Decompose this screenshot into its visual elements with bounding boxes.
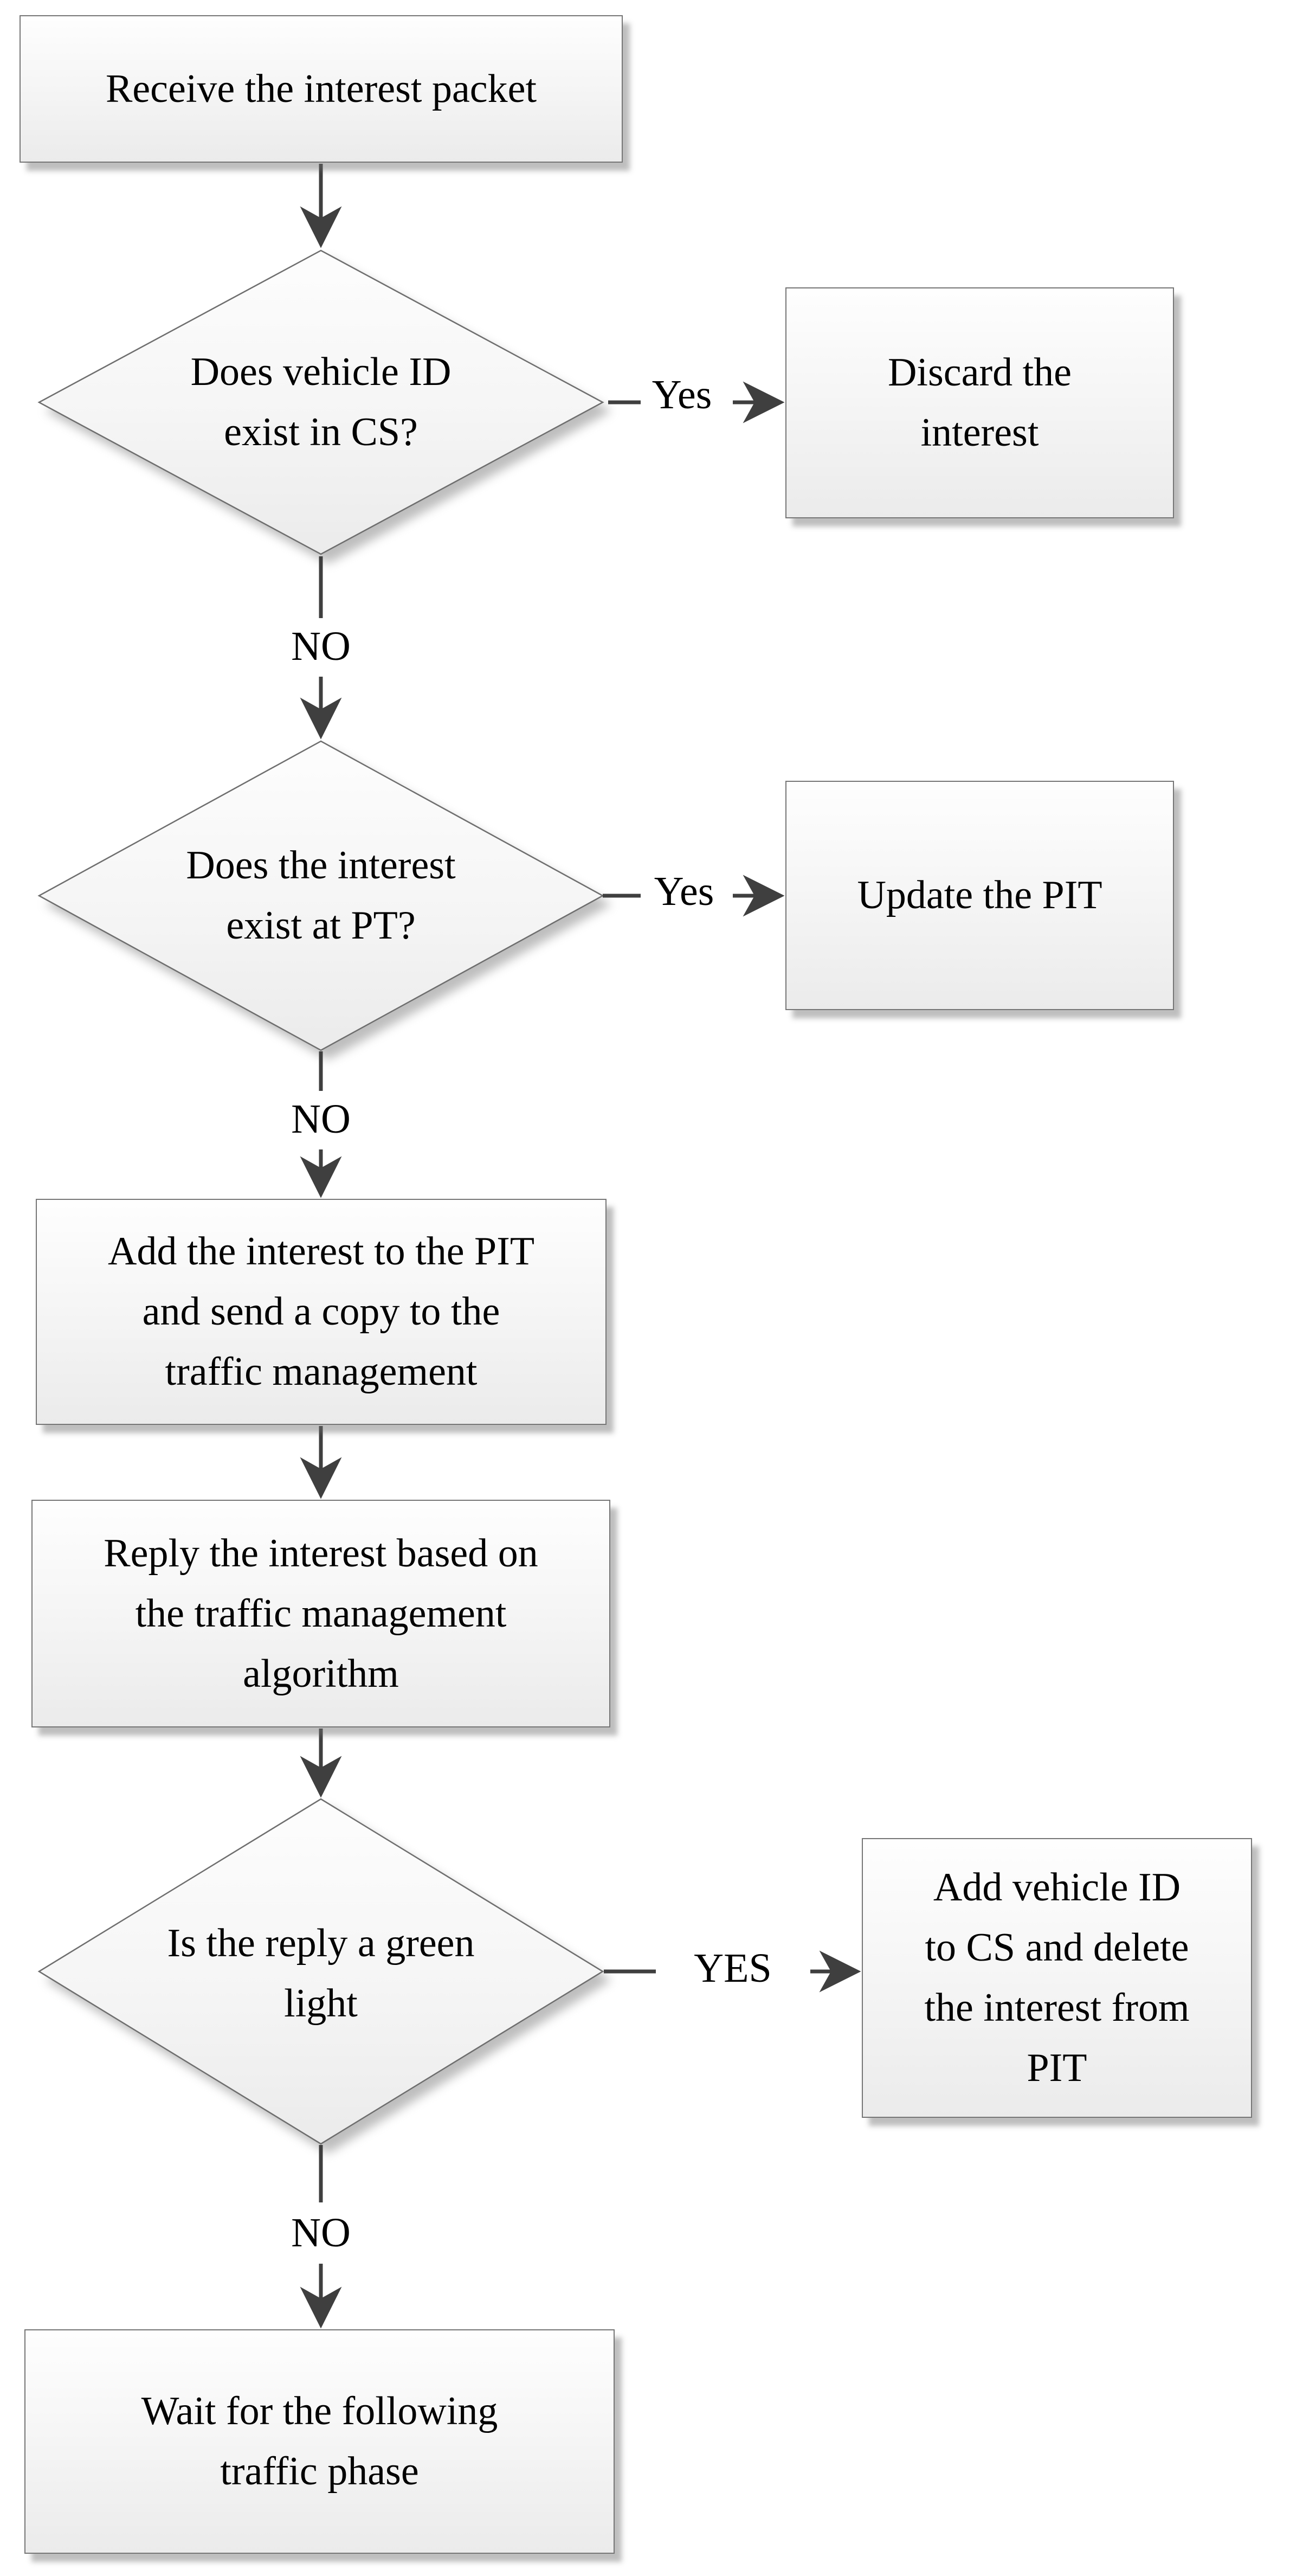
- node-wait-traffic-phase-label: Wait for the following traffic phase: [141, 2389, 498, 2494]
- edge-label-green-no: NO: [291, 2210, 351, 2256]
- edge-label-cs-no: NO: [291, 624, 351, 669]
- node-green-light-decision-label: Is the reply a green light: [167, 1921, 475, 2026]
- decision-diamond-cs: [37, 249, 604, 555]
- node-add-interest-pit: Add the interest to the PIT and send a c…: [36, 1199, 607, 1425]
- node-cs-decision-label: Does vehicle ID exist in CS?: [190, 350, 451, 454]
- edge-label-pt-yes: Yes: [654, 869, 714, 914]
- node-discard-interest-label: Discard the interest: [887, 350, 1072, 455]
- node-wait-traffic-phase: Wait for the following traffic phase: [24, 2329, 615, 2554]
- node-discard-interest: Discard the interest: [785, 287, 1174, 518]
- node-add-vehicle-id-label: Add vehicle ID to CS and delete the inte…: [924, 1865, 1190, 2090]
- node-update-pit-label: Update the PIT: [857, 873, 1102, 917]
- node-update-pit: Update the PIT: [785, 781, 1174, 1010]
- decision-diamond-pt: [37, 740, 604, 1051]
- node-pt-decision-label: Does the interest exist at PT?: [186, 843, 456, 948]
- edge-label-cs-yes: Yes: [652, 372, 712, 417]
- decision-diamond-green-light: [37, 1798, 604, 2145]
- edge-label-pt-no: NO: [291, 1096, 351, 1142]
- edge-label-green-yes: YES: [694, 1945, 772, 1991]
- node-add-interest-pit-label: Add the interest to the PIT and send a c…: [107, 1229, 535, 1394]
- node-reply-interest: Reply the interest based on the traffic …: [31, 1500, 610, 1727]
- node-add-vehicle-id: Add vehicle ID to CS and delete the inte…: [862, 1838, 1252, 2118]
- node-reply-interest-label: Reply the interest based on the traffic …: [104, 1531, 538, 1696]
- node-receive-packet: Receive the interest packet: [20, 15, 623, 163]
- node-receive-packet-label: Receive the interest packet: [105, 66, 537, 111]
